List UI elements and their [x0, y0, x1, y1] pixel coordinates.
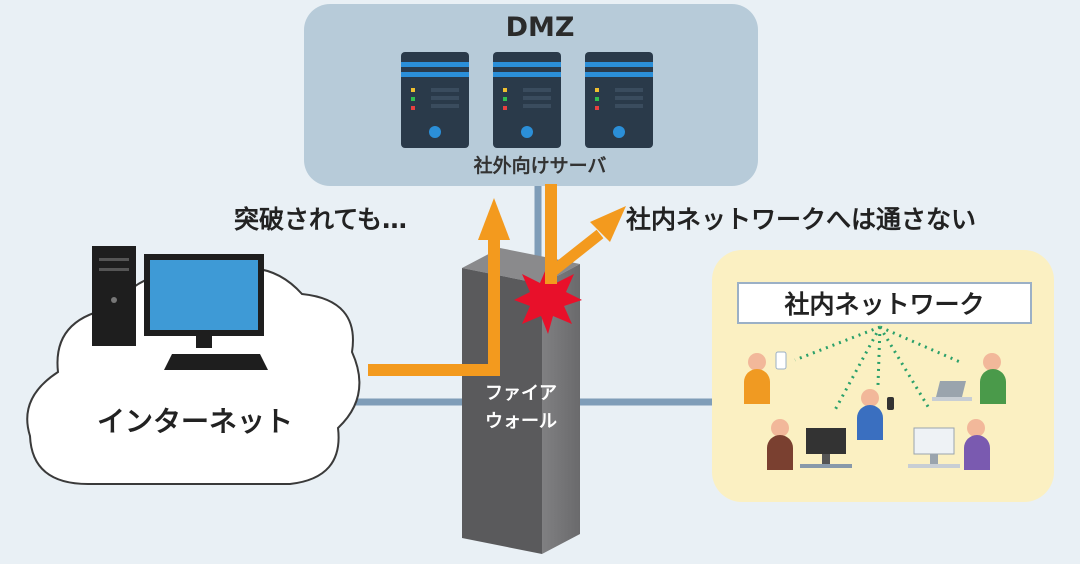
server-icon — [493, 52, 561, 148]
burst-icon — [514, 264, 582, 334]
server-icon — [585, 52, 653, 148]
user-icon — [932, 353, 1006, 404]
lan-links — [794, 325, 961, 411]
user-icon — [857, 389, 894, 440]
firewall-icon — [462, 248, 580, 554]
blocked-annotation: 社内ネットワークへは通さない — [626, 205, 977, 234]
user-icon — [908, 419, 990, 470]
server-icon — [401, 52, 469, 148]
firewall-label-line2: ウォール — [485, 410, 557, 432]
user-icon — [767, 419, 852, 470]
attack-arrows — [368, 184, 626, 376]
breach-annotation: 突破されても… — [234, 205, 408, 234]
desktop-computer-icon — [92, 246, 268, 370]
internal-network-label: 社内ネットワーク — [737, 282, 1032, 324]
firewall-label-line1: ファイア — [485, 383, 557, 404]
internet-label: インターネット — [96, 405, 293, 438]
server-group — [401, 52, 653, 148]
dmz-title: DMZ — [505, 12, 575, 43]
user-icon — [744, 351, 787, 404]
dmz-caption: 社外向けサーバ — [473, 155, 607, 177]
firewall-label: ファイア ウォール — [466, 380, 576, 436]
user-group — [744, 351, 1006, 470]
